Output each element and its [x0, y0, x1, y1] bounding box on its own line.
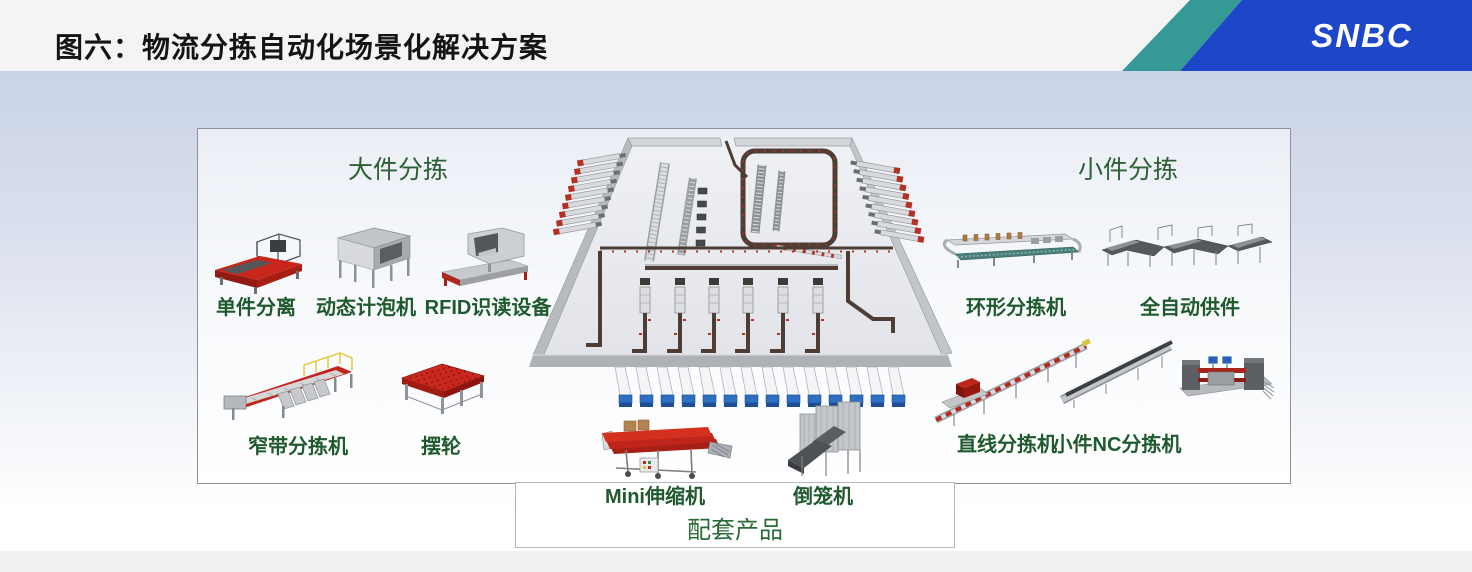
- sorting-facility-3d-render: [529, 137, 953, 408]
- rfid-reader-label: RFID识读设备: [424, 297, 552, 319]
- cage-tipper-label: 倒笼机: [793, 486, 853, 508]
- accessory-products-box: [515, 482, 955, 548]
- swing-wheel-illustration: [400, 363, 486, 414]
- slide-title: 图六：物流分拣自动化场景化解决方案: [55, 33, 549, 64]
- conveyor-loop: [724, 140, 843, 260]
- section-heading-small-sorting: 小件分拣: [1077, 157, 1178, 184]
- auto-feeder-illustration: [1101, 223, 1273, 267]
- snbc-logo: SNBC: [1311, 17, 1413, 54]
- dynamic-dws-machine-illustration: [336, 227, 412, 288]
- cage-tipper-illustration: [788, 401, 861, 476]
- cross-rails: [600, 246, 893, 270]
- header-bar: 图六：物流分拣自动化场景化解决方案 SNBC: [0, 0, 1472, 71]
- swing-wheel-label: 摆轮: [421, 436, 461, 458]
- header-decoration: SNBC: [1122, 0, 1472, 71]
- sorting-stations: [586, 251, 895, 353]
- dynamic-dws-machine-label: 动态计泡机: [316, 297, 416, 319]
- single-piece-separator-label: 单件分离: [216, 297, 296, 319]
- narrow-belt-sorter-label: 窄带分拣机: [248, 436, 348, 458]
- rfid-reader-illustration: [440, 227, 530, 286]
- blue-banner: [1180, 0, 1472, 71]
- linear-sorter-illustration: [934, 338, 1091, 426]
- narrow-belt-sorter-illustration: [223, 352, 353, 420]
- roller-conveyors: [644, 162, 708, 262]
- linear-sorter-label: 直线分拣机: [957, 434, 1057, 456]
- single-piece-separator-illustration: [215, 233, 302, 294]
- small-nc-sorter-illustration: [1059, 340, 1275, 408]
- small-nc-sorter-label: 小件NC分拣机: [1052, 434, 1182, 456]
- auto-feeder-label: 全自动供件: [1140, 297, 1240, 319]
- ring-sorter-illustration: [942, 232, 1082, 268]
- section-heading-accessory-products: 配套产品: [687, 518, 783, 544]
- section-heading-large-sorting: 大件分拣: [347, 157, 448, 184]
- mini-telescopic-conveyor-label: Mini伸缩机: [605, 486, 705, 508]
- mini-telescopic-conveyor-illustration: [601, 419, 733, 479]
- ring-sorter-label: 环形分拣机: [966, 297, 1066, 319]
- footer-strip: [0, 551, 1472, 572]
- teal-stripe: [1122, 0, 1242, 71]
